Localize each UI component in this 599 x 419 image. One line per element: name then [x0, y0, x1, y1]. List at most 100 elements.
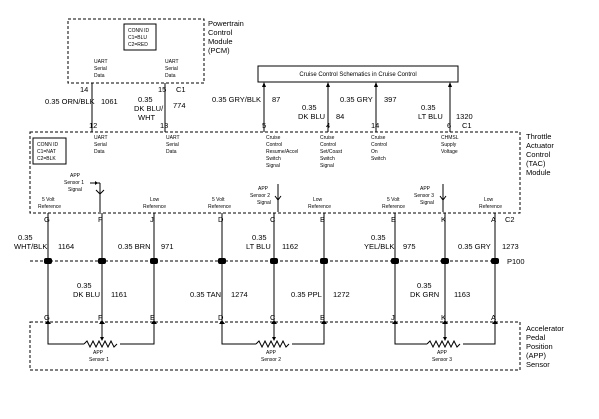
pcm-conn-id-title: CONN ID [128, 28, 150, 34]
wire-gauge-label: 0.35 ORN/BLK [45, 97, 95, 106]
tac-c2-pins: G F J D C B E K A C2 [44, 215, 515, 224]
app-title-2: Pedal [526, 333, 546, 342]
wiper-arrow-icon [272, 337, 276, 341]
tac-conn-id-c1: C1=NAT [37, 149, 56, 155]
pcm-pin-label: Data [94, 73, 105, 79]
tac-c2-pin: G [44, 215, 50, 224]
tac-pin-label: On [371, 149, 378, 155]
p100-pin-mark [150, 258, 158, 264]
p100-label: P100 [507, 257, 525, 266]
tac-bottom-label: Low [313, 197, 323, 203]
wiper-arrow-icon [100, 337, 104, 341]
wire-gauge-label: 0.35 PPL [291, 290, 322, 299]
tac-title-2: Actuator [526, 141, 554, 150]
wire-gauge-label: YEL/BLK [364, 242, 394, 251]
tac-sensor-signals: APP Sensor 1 Signal APP Sensor 2 Signal … [64, 173, 447, 212]
tac-pin-label: UART [166, 135, 180, 141]
p100-pin-mark [218, 258, 226, 264]
lower-wires [47, 213, 496, 322]
pcm-pin-label: Serial [165, 66, 178, 72]
app-title-4: (APP) [526, 351, 547, 360]
p100-pin-mark [491, 258, 499, 264]
potentiometer-icon [255, 339, 290, 349]
lower-wire-labels: 0.35 DK BLU 1161 0.35 TAN 1274 0.35 PPL … [73, 281, 470, 299]
mid-wire-labels: 0.35 WHT/BLK 1164 0.35 BRN 971 0.35 LT B… [14, 233, 519, 251]
tac-pin-number: 13 [160, 121, 168, 130]
app-pin-terminals [45, 320, 498, 324]
wire-circuit-number: 1163 [454, 290, 470, 299]
wire-gauge-label: 0.35 [77, 281, 92, 290]
sensor-label: APP [266, 350, 277, 356]
app-pin: D [218, 313, 224, 322]
tac-pin-number: 12 [89, 121, 97, 130]
cruise-control-box [257, 65, 459, 83]
pcm-connector-label: C1 [176, 85, 186, 94]
tac-pin-number: 5 [262, 121, 266, 130]
tac-pin-number: 14 [371, 121, 379, 130]
pcm-box [67, 18, 205, 84]
top-wires: 0.35 ORN/BLK 1061 0.35 DK BLU/ WHT 774 0… [45, 83, 473, 132]
tac-conn-id-box [32, 137, 67, 165]
p100-pin-marks [44, 258, 499, 264]
app-sensor: G F E D C B J K A APP S [29, 313, 564, 371]
cruise-control-text: Cruise Control Schematics in Cruise Cont… [299, 72, 416, 78]
wire-circuit-number: 397 [384, 95, 397, 104]
tac-title-3: Control [526, 150, 551, 159]
p100-pin-mark [44, 258, 52, 264]
wire-gauge-label: 0.35 [417, 281, 432, 290]
app-title-5: Sensor [526, 360, 550, 369]
tac-pin-label: Signal [266, 163, 280, 169]
wire-gauge-label: DK BLU [298, 112, 325, 121]
cruise-control-reference: Cruise Control Schematics in Cruise Cont… [257, 65, 459, 87]
wire-gauge-label: WHT [138, 113, 155, 122]
tac-pin-label: Switch [320, 156, 335, 162]
sensor-signal-label: Sensor 3 [414, 193, 434, 199]
tac-pin-label: Control [320, 142, 336, 148]
app-pin: K [441, 313, 446, 322]
wire-gauge-label: 0.35 [18, 233, 33, 242]
app-pins: G F E D C B J K A [44, 313, 496, 322]
terminal-icon [219, 320, 225, 324]
pcm-pin-label: UART [94, 59, 108, 65]
p100-pin-mark [270, 258, 278, 264]
terminal-icon [271, 320, 277, 324]
terminal-icon [45, 320, 51, 324]
tac-pin-label: Data [94, 149, 105, 155]
tac-bottom-label: Low [484, 197, 494, 203]
sensor-label: Sensor 3 [432, 357, 452, 363]
tac-c2-pin: C [270, 215, 276, 224]
wire-circuit-number: 971 [161, 242, 174, 251]
tac-bottom-label: 5 Volt [42, 197, 55, 203]
tac-pin-label: Set/Coast [320, 149, 343, 155]
wire-circuit-number: 87 [272, 95, 280, 104]
tac-box [29, 131, 521, 214]
wire-circuit-number: 1320 [456, 112, 473, 121]
wire-circuit-number: 1061 [101, 97, 118, 106]
pcm-pin-label: UART [165, 59, 179, 65]
p100-inline-connector: P100 [30, 257, 525, 266]
pcm-conn-id-c2: C2=RED [128, 42, 148, 48]
tac-c2-pin: B [320, 215, 325, 224]
wiper-arrow-icon [443, 337, 447, 341]
tac-pin-label: UART [94, 135, 108, 141]
tac-pin-label: Data [166, 149, 177, 155]
wire-gauge-label: 0.35 [421, 103, 436, 112]
tac-bottom-label: 5 Volt [387, 197, 400, 203]
tac-pin-label: Serial [94, 142, 107, 148]
terminal-icon [151, 320, 157, 324]
wire-circuit-number: 84 [336, 112, 344, 121]
pcm-pin-label: Serial [94, 66, 107, 72]
wire-gauge-label: DK BLU [73, 290, 100, 299]
tac-pin-label: Cruise [320, 135, 335, 141]
tac-bottom-label: Reference [143, 204, 166, 210]
tac-pin-label: Signal [320, 163, 334, 169]
potentiometer-icon [426, 339, 461, 349]
wire-circuit-number: 975 [403, 242, 416, 251]
sensor-signal-label: Sensor 2 [250, 193, 270, 199]
wire-gauge-label: 0.35 GRY/BLK [212, 95, 261, 104]
tac-bottom-label: Reference [208, 204, 231, 210]
tac-bottom-label: Reference [308, 204, 331, 210]
tac-connector-label: C1 [462, 121, 472, 130]
sensor-signal-label: Signal [257, 200, 271, 206]
